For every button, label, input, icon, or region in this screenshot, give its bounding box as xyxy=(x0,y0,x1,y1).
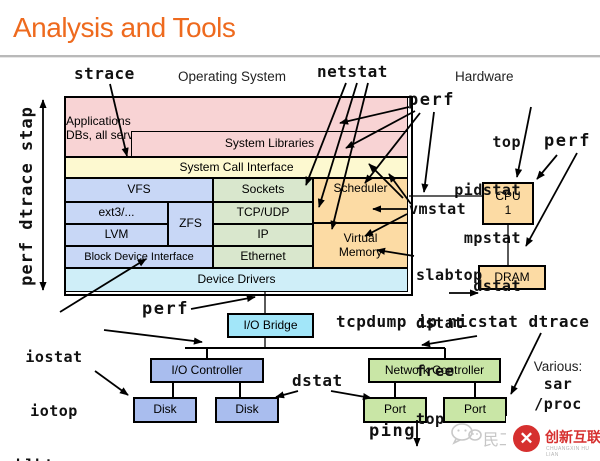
tool-netstat: netstat xyxy=(317,62,388,81)
dram-box: DRAM xyxy=(478,265,546,290)
device-drivers-label: Device Drivers xyxy=(197,272,276,287)
system-call-interface-box: System Call Interface xyxy=(65,157,408,178)
disk2-box: Disk xyxy=(215,397,279,423)
tool-sar: sar xyxy=(543,375,573,393)
io-bridge-box: I/O Bridge xyxy=(227,313,314,338)
sockets-label: Sockets xyxy=(241,182,285,197)
scheduler-box: Scheduler xyxy=(313,178,408,223)
vfs-label: VFS xyxy=(127,182,151,197)
virtual-memory-label-1: Virtual xyxy=(343,230,378,245)
scheduler-label: Scheduler xyxy=(333,181,388,195)
system-libraries-label: System Libraries xyxy=(224,136,315,151)
lvm-box: LVM xyxy=(65,224,168,246)
ethernet-label: Ethernet xyxy=(240,249,286,264)
io-bridge-label: I/O Bridge xyxy=(243,317,298,332)
tool-net-line: tcpdump ip nicstat dtrace xyxy=(336,312,590,331)
tool-strace: strace xyxy=(74,64,135,83)
system-libraries-box: System Libraries xyxy=(131,131,408,157)
watermark-brand-card: ✕ 创新互联 CHUANGXIN HU LIAN xyxy=(506,416,600,461)
tool-dstat: dstat xyxy=(473,277,521,295)
tool-pidstat: pidstat xyxy=(454,181,521,199)
block-device-interface-box: Block Device Interface xyxy=(65,246,213,268)
vfs-box: VFS xyxy=(65,178,213,202)
wechat-icon xyxy=(451,423,482,445)
cpu-label: CPU xyxy=(495,188,521,203)
applications-label: Applications xyxy=(66,113,131,128)
tool-iotop: iotop xyxy=(30,402,78,420)
disk2-label: Disk xyxy=(235,402,259,417)
tool-dstat-bottom: dstat xyxy=(292,371,343,390)
ext3-box: ext3/... xyxy=(65,202,168,224)
ip-label: IP xyxy=(257,227,269,242)
ip-box: IP xyxy=(213,224,313,246)
port2-label: Port xyxy=(463,402,486,417)
disk1-label: Disk xyxy=(153,402,177,417)
tool-ping: ping xyxy=(369,421,416,441)
network-controller-label: Network Controller xyxy=(384,362,485,377)
tool-mem-stack: slabtop dstat free top xyxy=(416,235,483,459)
virtual-memory-label-2: Memory xyxy=(338,244,383,259)
tool-iostat: iostat xyxy=(25,348,83,366)
tool-top2: top xyxy=(416,410,445,428)
tool-proc: /proc xyxy=(534,395,582,413)
virtual-memory-box: Virtual Memory xyxy=(313,223,408,268)
io-controller-box: I/O Controller xyxy=(150,358,264,383)
ethernet-box: Ethernet xyxy=(213,246,313,268)
sockets-box: Sockets xyxy=(213,178,313,202)
port1-box: Port xyxy=(363,397,427,423)
lvm-label: LVM xyxy=(104,227,129,242)
port2-box: Port xyxy=(443,397,507,423)
io-controller-label: I/O Controller xyxy=(171,362,243,377)
tool-dstat2: dstat xyxy=(416,314,464,332)
tool-top: top xyxy=(492,133,521,151)
system-call-interface-label: System Call Interface xyxy=(179,159,294,174)
ext3-label: ext3/... xyxy=(98,205,135,220)
device-drivers-box: Device Drivers xyxy=(65,268,408,292)
tool-cpu-stack: top pidstat mpstat dstat xyxy=(430,102,521,326)
disk1-box: Disk xyxy=(133,397,197,423)
brand-logo-icon: ✕ xyxy=(513,425,540,452)
tool-disk-stack: iostat iotop blktrace dtrace xyxy=(2,312,106,461)
tcp-udp-label: TCP/UDP xyxy=(236,205,290,220)
brand-name: 创新互联 xyxy=(545,429,600,445)
zfs-box: ZFS xyxy=(168,202,213,246)
page-title: Analysis and Tools xyxy=(13,12,236,43)
tool-left-vertical: perf dtrace stap xyxy=(17,106,37,286)
tool-various-block: Various: sar /proc xyxy=(518,359,598,414)
port1-label: Port xyxy=(383,402,406,417)
block-device-interface-label: Block Device Interface xyxy=(84,250,194,263)
various-label: Various: xyxy=(533,359,583,374)
tcp-udp-box: TCP/UDP xyxy=(213,202,313,224)
cpu-number: 1 xyxy=(504,202,512,217)
zfs-label: ZFS xyxy=(179,216,202,231)
tool-perf-right: perf xyxy=(544,131,591,151)
hardware-section-label: Hardware xyxy=(455,69,514,84)
dram-label: DRAM xyxy=(494,269,530,284)
tool-perf-top: perf xyxy=(408,90,455,110)
tool-slabtop: slabtop xyxy=(416,266,483,284)
brand-subtext: CHUANGXIN HU LIAN xyxy=(546,446,590,458)
tool-blktrace: blktrace xyxy=(2,456,106,461)
os-section-label: Operating System xyxy=(178,69,287,84)
tool-perf-bridge: perf xyxy=(142,299,189,319)
tool-free: free xyxy=(416,362,455,380)
tool-mpstat: mpstat xyxy=(463,229,521,247)
tool-vmstat: vmstat xyxy=(409,200,467,218)
title-divider xyxy=(0,55,600,57)
network-controller-box: Network Controller xyxy=(368,358,501,383)
